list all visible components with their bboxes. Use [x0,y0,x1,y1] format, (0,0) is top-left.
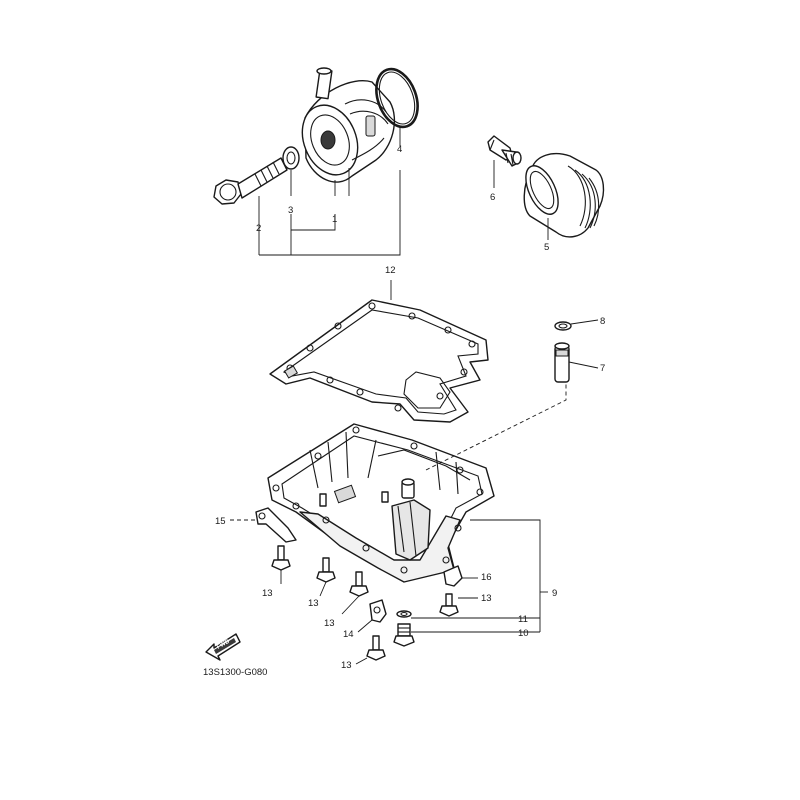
bolt-13-b [316,557,336,583]
bolt-13-c [349,571,369,597]
callout-2: 2 [256,223,261,234]
callout-13d: 13 [481,593,492,604]
fwd-arrow-icon: FWD [205,633,241,661]
callout-9: 9 [552,588,557,599]
diagram-code: 13S1300-G080 [203,667,267,678]
callout-14: 14 [343,629,354,640]
oil-cooler-washer [282,146,300,170]
callout-7: 7 [600,363,605,374]
callout-5: 5 [544,242,549,253]
drain-bolt-10 [393,623,415,647]
clamp-16 [443,565,463,587]
callout-11: 11 [518,614,528,625]
bracket-15 [255,507,297,543]
callout-16: 16 [481,572,492,583]
oil-pan-gasket [269,299,489,423]
callout-13c: 13 [324,618,335,629]
oil-cooler-bolt [213,157,288,205]
gasket-11 [396,610,412,618]
callout-15: 15 [215,516,226,527]
callout-4: 4 [397,144,402,155]
callout-1: 1 [332,214,337,225]
oil-filter [523,152,605,238]
callout-13e: 13 [341,660,352,671]
pipe-7 [554,342,570,383]
callout-3: 3 [288,205,293,216]
callout-10: 10 [518,628,529,639]
callout-12: 12 [385,265,396,276]
o-ring [375,67,419,129]
bolt-13-e [366,635,386,661]
callout-8: 8 [600,316,605,327]
oil-cooler [301,67,396,183]
oil-pan [267,423,495,583]
callout-6: 6 [490,192,495,203]
callout-13b: 13 [308,598,319,609]
union-bolt [487,135,522,167]
washer-8 [554,321,572,331]
callout-13a: 13 [262,588,273,599]
sensor-14 [369,599,387,623]
bolt-13-a [271,545,291,571]
bolt-13-d [439,593,459,617]
